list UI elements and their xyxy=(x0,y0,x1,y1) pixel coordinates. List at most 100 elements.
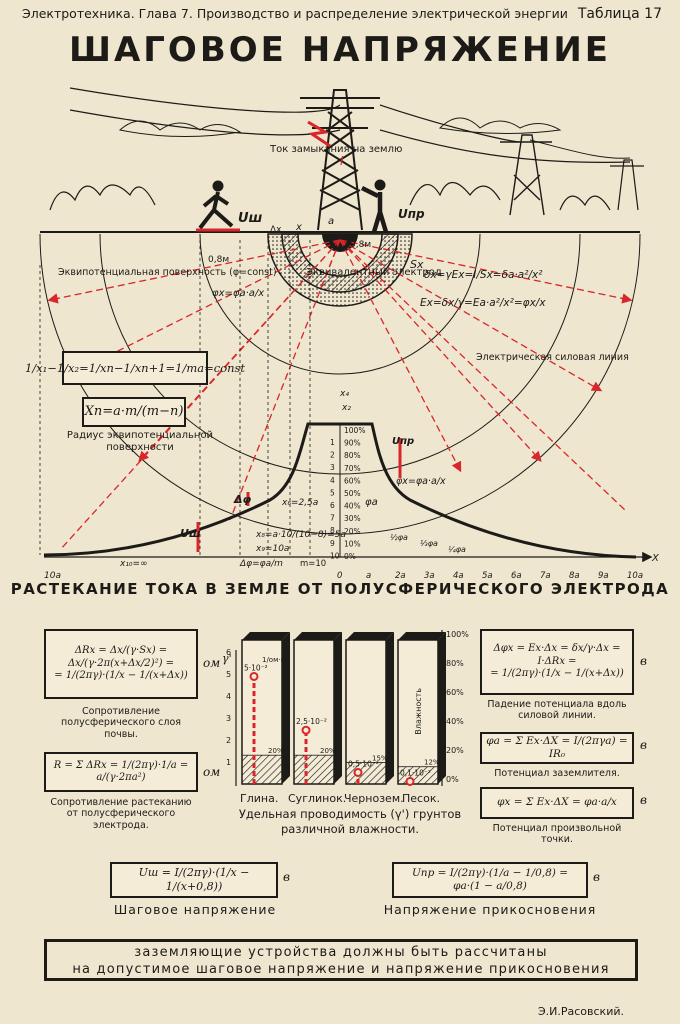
level-tick: 9 xyxy=(330,539,335,548)
spreading-unit: ом xyxy=(203,765,221,779)
x6-label: x₆=2,5a xyxy=(281,498,318,508)
drop-unit: в xyxy=(640,654,647,668)
percent-tick: 100% xyxy=(344,426,365,435)
chapter-title: Электротехника. Глава 7. Производство и … xyxy=(22,6,568,21)
left-10a: 10a xyxy=(44,571,61,581)
layer-formula-line-2: = 1/(2πγ)·(1/x − 1/(x+Δx)) xyxy=(54,670,188,682)
page-title: ШАГОВОЕ НАПРЯЖЕНИЕ xyxy=(68,30,612,70)
step-voltage-formula: Uш = I/(2πγ)·(1/x − 1/(x+0,8)) xyxy=(110,862,278,898)
point-potential-caption: Потенциал произвольной точки. xyxy=(492,823,622,846)
bar-top xyxy=(242,632,290,640)
page-header: Электротехника. Глава 7. Производство и … xyxy=(22,6,662,26)
radius-caption: Радиус эквипотенциальной поверхности xyxy=(66,430,214,453)
humidity-fill xyxy=(241,754,283,785)
soil-sand: Песок. xyxy=(402,792,440,805)
delta-formula: δx=γEx=I/Sx=δa·a²/x² xyxy=(424,269,543,281)
level-tick: 7 xyxy=(330,514,335,523)
soil-clay: Глина. xyxy=(240,792,279,805)
x-tick: 6a xyxy=(511,571,522,581)
hemispherical-electrode xyxy=(267,233,413,307)
force-line-label: Электрическая силовая линия xyxy=(476,352,629,363)
drop-formula-line-1: Δφx = Ex·Δx = δx/γ·Δx = I·ΔRx = xyxy=(493,643,621,667)
x-tick: 5a xyxy=(482,571,493,581)
conductivity-marker xyxy=(353,767,363,777)
gamma-tick: 5 xyxy=(226,670,231,679)
distance-label-b: 0,8м xyxy=(350,240,371,250)
x-tick: 10a xyxy=(627,571,643,581)
humidity-value: 20% xyxy=(320,747,336,755)
quarter-label: ¼φa xyxy=(448,545,466,554)
equipotential-label: Эквипотенциальная поверхность (φ=const) xyxy=(58,267,277,278)
bar-side xyxy=(386,632,394,784)
x-tick: 3a xyxy=(424,571,435,581)
sx-label: Sx xyxy=(410,258,424,271)
x-tick: 0 xyxy=(337,571,342,581)
step-voltage-label: Uш xyxy=(238,211,263,226)
point-potential-unit: в xyxy=(640,793,647,807)
phi-a-label: φa xyxy=(365,497,378,508)
electrode-potential-unit: в xyxy=(640,738,647,752)
gamma-unit: 1/ом·м xyxy=(262,656,286,664)
soil-bar xyxy=(345,639,387,785)
layer-resistance-formula: ΔRx = Δx/(γ·Sx) = Δx/(γ·2π(x+Δx/2)²) = =… xyxy=(44,629,198,699)
gamma-axis-label: γ' xyxy=(222,652,232,665)
gamma-tick: 3 xyxy=(226,714,231,723)
humidity-tick: 100% xyxy=(446,630,469,639)
percent-tick: 60% xyxy=(344,476,361,485)
electrode-potential-formula: φa = Σ Ex·ΔX = I/(2πγa) = IR₀ xyxy=(480,732,634,764)
percent-tick: 0% xyxy=(344,552,356,561)
gamma-tick: 4 xyxy=(226,692,231,701)
m-label: m=10 xyxy=(300,559,326,569)
electrode-label: Эквивалентный электрод xyxy=(306,267,442,278)
touch-voltage-formula: Uпр = I/(2πγ)·(1/a − 1/0,8) = φa·(1 − a/… xyxy=(392,862,588,898)
dphi-formula: Δφ=φa/m xyxy=(239,559,283,569)
percent-scale: 100%90%80%70%60%50%40%30%20%10%0%1234567… xyxy=(330,426,365,561)
table-number: Таблица 17 xyxy=(577,6,662,22)
percent-tick: 80% xyxy=(344,451,361,460)
bars-caption: Удельная проводимость (γ') грунтов разли… xyxy=(238,807,462,836)
x-tick: a xyxy=(366,571,371,581)
gamma-tick: 6 xyxy=(226,648,231,657)
x-tick: 9a xyxy=(598,571,609,581)
drop-formula-line-2: = 1/(2πγ)·(1/x − 1/(x+Δx)) xyxy=(490,668,624,680)
soil-bar xyxy=(397,639,439,785)
humidity-value: 20% xyxy=(268,747,284,755)
x-tick: 7a xyxy=(540,571,551,581)
level-tick: 1 xyxy=(330,438,335,447)
banner-line-1: заземляющие устройства должны быть рассч… xyxy=(134,945,548,960)
gamma-tick: 2 xyxy=(226,736,231,745)
potential-drop-formula: Δφx = Ex·Δx = δx/γ·Δx = I·ΔRx = = 1/(2πγ… xyxy=(480,629,634,695)
humidity-value: 12% xyxy=(424,759,440,767)
warning-banner: заземляющие устройства должны быть рассч… xyxy=(44,939,638,981)
percent-tick: 90% xyxy=(344,439,361,448)
percent-tick: 50% xyxy=(344,489,361,498)
touch-voltage-low: Uпр xyxy=(392,436,414,447)
soil-chernozem: Чернозем. xyxy=(344,792,404,805)
percent-tick: 10% xyxy=(344,539,361,548)
humidity-tick: 20% xyxy=(446,746,464,755)
phi-formula: φx=φa·a/x xyxy=(212,288,264,299)
humidity-value: 15% xyxy=(372,754,388,762)
gamma-tick: 1 xyxy=(226,758,231,767)
fault-symbol: I xyxy=(340,154,344,168)
dx-label: Δx xyxy=(270,225,282,235)
phi-x-label: φx=φa·a/x xyxy=(396,476,446,487)
conductivity-value: 0,1·10⁻² xyxy=(400,768,431,777)
bar-side xyxy=(282,632,290,784)
third-label: ⅓φa xyxy=(420,539,438,548)
radius-formula: 1/x₁−1/x₂=1/xn−1/xn+1=1/ma=const xyxy=(25,351,245,385)
bar-top xyxy=(294,632,342,640)
x4-label: x₄ xyxy=(339,389,349,399)
spreading-resistance-formula: R = Σ ΔRx = 1/(2πγ)·1/a = a/(γ·2πa²) xyxy=(44,752,198,792)
percent-tick: 70% xyxy=(344,464,361,473)
soil-loam: Суглинок. xyxy=(288,792,347,805)
author-signature: Э.И.Расовский. xyxy=(537,1005,624,1018)
distance-label: 0,8м xyxy=(208,255,229,265)
drop-caption: Падение потенциала вдоль силовой линии. xyxy=(487,699,627,722)
layer-caption: Сопротивление полусферического слоя почв… xyxy=(61,706,181,740)
fault-label: Ток замыкания на землю xyxy=(269,144,402,155)
percent-tick: 20% xyxy=(344,527,361,536)
level-tick: 5 xyxy=(330,488,335,497)
